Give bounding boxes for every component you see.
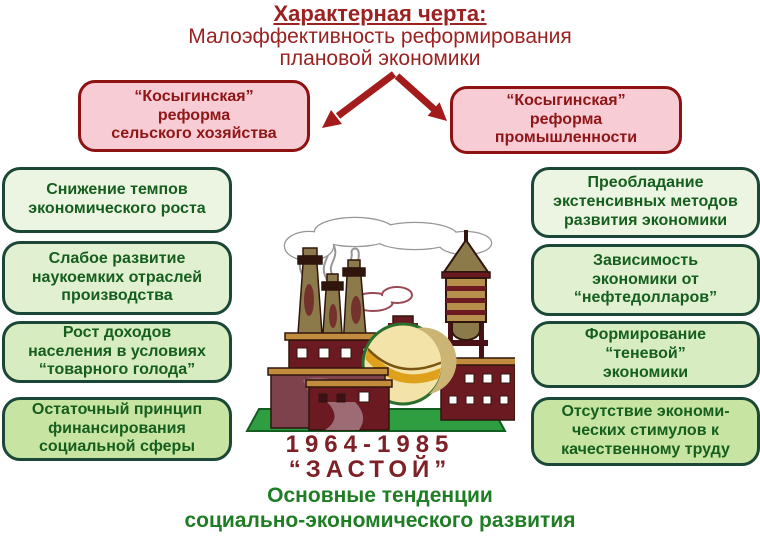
factor-box-no-incentives: Отсутствие экономи- ческих стимулов к ка… <box>531 397 760 466</box>
factor-box-social-financing: Остаточный принцип финансирования социал… <box>2 397 232 461</box>
title-subtitle-line1: Малоэффективность реформирования <box>188 25 572 48</box>
factor-box-income-growth: Рост доходов населения в условиях “товар… <box>2 321 232 383</box>
footer-caption: Основные тенденции социально-экономическ… <box>0 483 760 533</box>
reform-box-agriculture: “Косыгинская” реформа сельского хозяйств… <box>78 80 310 152</box>
arrow-left-icon <box>322 71 397 128</box>
arrow-right-icon <box>394 73 447 121</box>
page-title: Характерная черта: Малоэффективность реф… <box>0 2 760 70</box>
factor-box-extensive-methods: Преобладание экстенсивных методов развит… <box>531 167 760 238</box>
footer-line1: Основные тенденции <box>267 484 493 507</box>
factor-box-shadow-economy: Формирование “теневой” экономики <box>531 321 760 388</box>
factory-building-front-icon <box>305 379 393 431</box>
factory-illustration <box>245 216 515 432</box>
chimney-icon <box>296 247 368 349</box>
footer-line2: социально-экономического развития <box>184 509 576 532</box>
title-subtitle-line2: плановой экономики <box>279 47 481 70</box>
factor-box-science-industries: Слабое развитие наукоемких отраслей прои… <box>2 241 232 315</box>
era-label: “ЗАСТОЙ” <box>288 456 452 483</box>
factor-box-petrodollars: Зависимость экономики от “нефтедолларов” <box>531 244 760 316</box>
title-heading: Характерная черта: <box>273 1 487 26</box>
water-tower-icon <box>441 230 491 364</box>
era-years: 1964-1985 <box>285 431 455 458</box>
factory-building-right-icon <box>437 357 515 421</box>
factor-box-economic-growth: Снижение темпов экономического роста <box>2 167 232 233</box>
reform-box-industry: “Косыгинская” реформа промышленности <box>450 86 682 154</box>
